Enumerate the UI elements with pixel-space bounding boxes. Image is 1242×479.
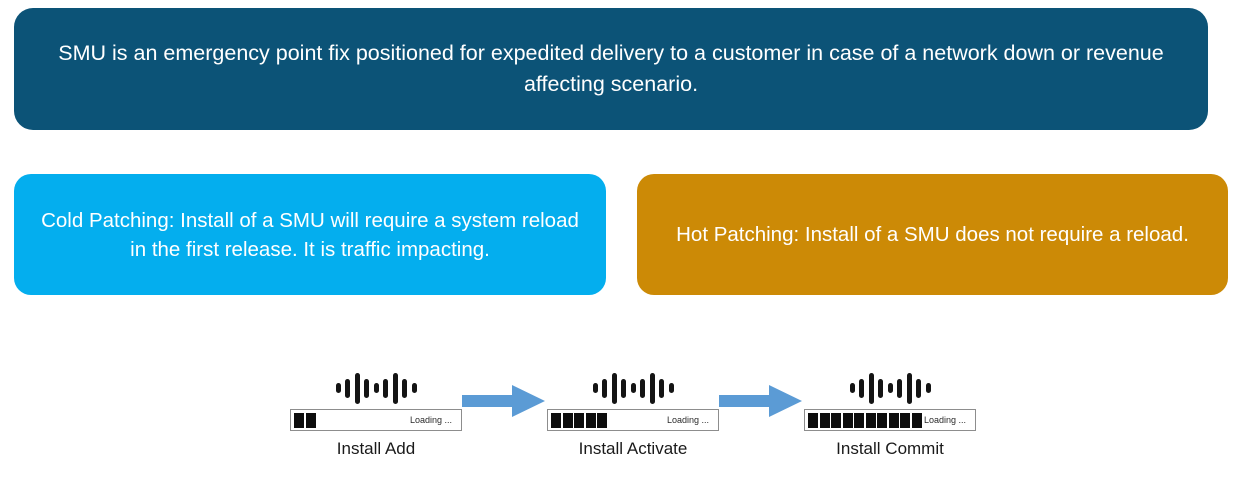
progress-bar-install-commit: Loading ... bbox=[804, 409, 976, 431]
install-workflow: Loading ... Install Add Loading ... Inst… bbox=[0, 360, 1242, 475]
logo-bar bbox=[887, 383, 893, 393]
workflow-step-install-add: Loading ... Install Add bbox=[276, 372, 476, 459]
logo-bar bbox=[345, 378, 350, 398]
arrow-right-icon bbox=[719, 384, 803, 418]
progress-block bbox=[854, 412, 864, 428]
progress-block bbox=[900, 412, 910, 428]
logo-bar bbox=[335, 383, 341, 393]
logo-bar bbox=[849, 383, 855, 393]
logo-bar bbox=[916, 378, 921, 398]
logo-bar bbox=[392, 372, 398, 404]
header-callout-text: SMU is an emergency point fix positioned… bbox=[58, 41, 1164, 96]
progress-block bbox=[831, 412, 841, 428]
logo-bar bbox=[897, 378, 902, 398]
logo-bar bbox=[859, 378, 864, 398]
progress-block bbox=[585, 412, 596, 428]
progress-block bbox=[551, 412, 561, 428]
logo-bar bbox=[373, 383, 379, 393]
logo-bar bbox=[411, 383, 417, 393]
progress-block bbox=[808, 412, 818, 428]
cold-patching-callout: Cold Patching: Install of a SMU will req… bbox=[14, 174, 606, 295]
progress-label: Loading ... bbox=[409, 415, 452, 425]
logo-bar bbox=[364, 378, 369, 398]
cisco-logo-icon bbox=[335, 372, 417, 404]
progress-blocks bbox=[294, 412, 316, 428]
logo-bar bbox=[878, 378, 883, 398]
logo-bar bbox=[659, 378, 664, 398]
progress-block bbox=[574, 412, 584, 428]
logo-bar bbox=[402, 378, 407, 398]
logo-bar bbox=[621, 378, 626, 398]
progress-blocks bbox=[808, 412, 922, 428]
progress-block bbox=[562, 412, 573, 428]
workflow-step-install-commit: Loading ... Install Commit bbox=[790, 372, 990, 459]
progress-block bbox=[911, 412, 922, 428]
progress-label: Loading ... bbox=[923, 415, 966, 425]
header-callout: SMU is an emergency point fix positioned… bbox=[14, 8, 1208, 130]
cisco-logo-icon bbox=[849, 372, 931, 404]
logo-bar bbox=[906, 372, 912, 404]
progress-block bbox=[877, 412, 887, 428]
cisco-logo-icon bbox=[592, 372, 674, 404]
workflow-step-label: Install Commit bbox=[836, 439, 944, 458]
logo-bar bbox=[602, 378, 607, 398]
progress-bar-install-add: Loading ... bbox=[290, 409, 462, 431]
logo-bar bbox=[925, 383, 931, 393]
logo-bar bbox=[630, 383, 636, 393]
progress-block bbox=[305, 412, 316, 428]
hot-patching-callout: Hot Patching: Install of a SMU does not … bbox=[637, 174, 1228, 295]
workflow-step-label: Install Add bbox=[336, 439, 416, 458]
progress-block bbox=[819, 412, 830, 428]
progress-block bbox=[294, 412, 304, 428]
progress-label: Loading ... bbox=[666, 415, 709, 425]
progress-block bbox=[597, 412, 607, 428]
logo-bar bbox=[354, 372, 360, 404]
logo-bar bbox=[383, 378, 388, 398]
progress-block bbox=[888, 412, 899, 428]
cold-patching-text: Cold Patching: Install of a SMU will req… bbox=[41, 208, 579, 261]
logo-bar bbox=[640, 378, 645, 398]
logo-bar bbox=[592, 383, 598, 393]
arrow-right-icon bbox=[462, 384, 546, 418]
progress-block bbox=[865, 412, 876, 428]
logo-bar bbox=[668, 383, 674, 393]
hot-patching-text: Hot Patching: Install of a SMU does not … bbox=[676, 223, 1189, 246]
progress-block bbox=[842, 412, 853, 428]
workflow-step-install-activate: Loading ... Install Activate bbox=[533, 372, 733, 459]
logo-bar bbox=[868, 372, 874, 404]
workflow-step-label: Install Activate bbox=[578, 439, 688, 458]
progress-bar-install-activate: Loading ... bbox=[547, 409, 719, 431]
logo-bar bbox=[611, 372, 617, 404]
progress-blocks bbox=[551, 412, 607, 428]
logo-bar bbox=[649, 372, 655, 404]
